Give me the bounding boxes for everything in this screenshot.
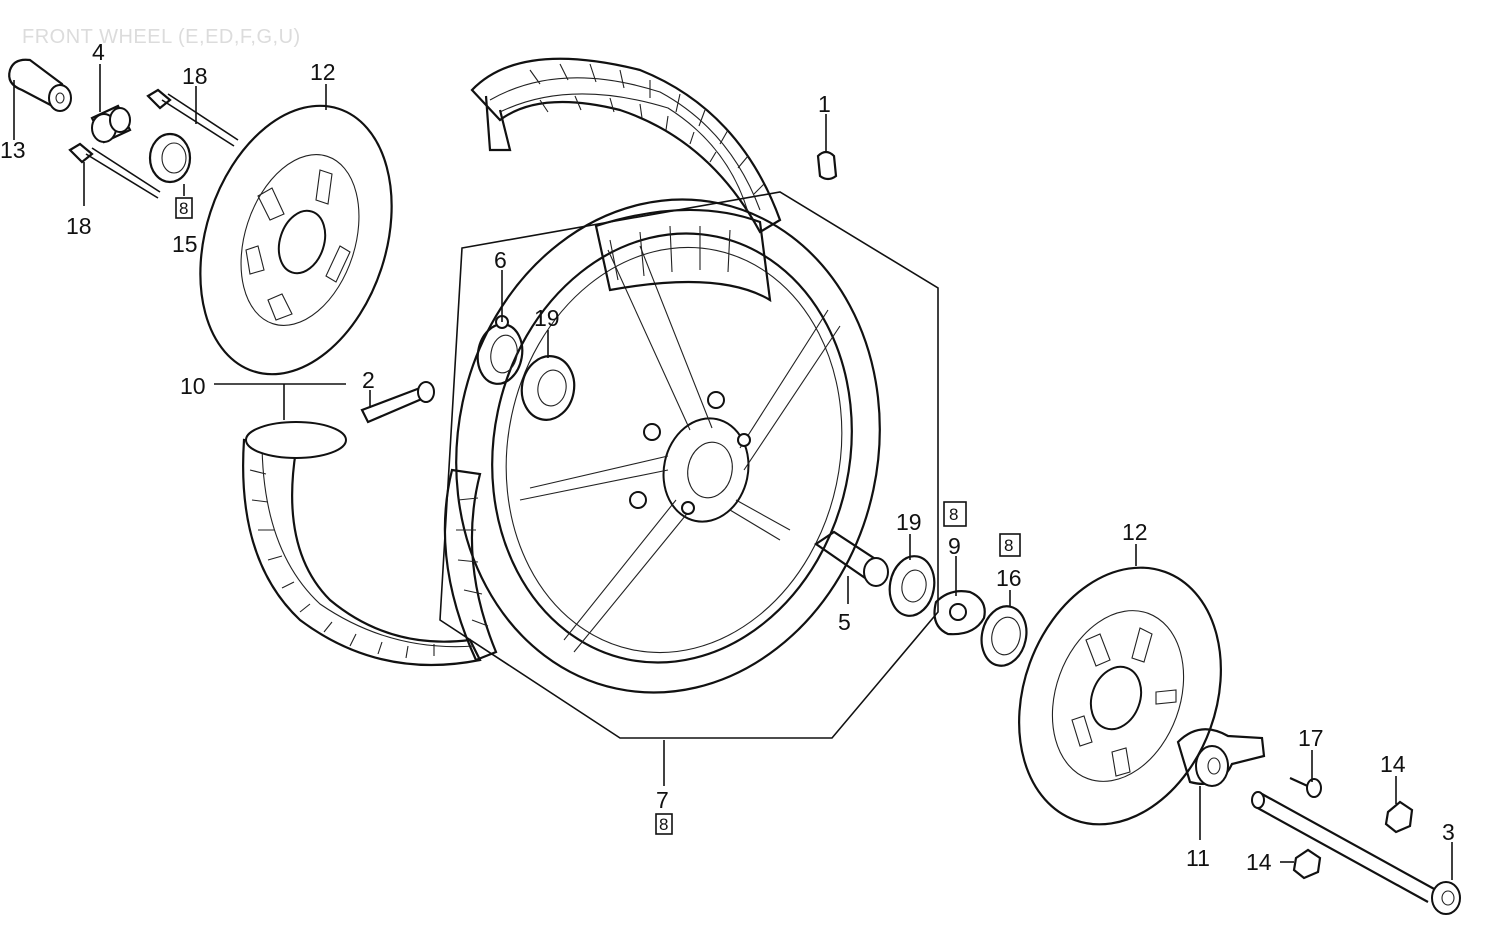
badge-15: 8 (175, 197, 193, 219)
part-14-nut-lower[interactable] (1292, 848, 1322, 880)
part-18-bolt-lower[interactable] (68, 142, 161, 199)
part-7-wheel-rim[interactable] (411, 160, 925, 732)
badge-9-text: 8 (949, 505, 958, 524)
diagram-title: FRONT WHEEL (E,ED,F,G,U) (22, 26, 301, 48)
callout-13: 13 (0, 137, 26, 163)
callout-6: 6 (494, 247, 507, 273)
part-17-pinch-bolt[interactable] (1289, 776, 1322, 798)
badge-7: 8 (655, 813, 673, 835)
callout-19-right: 19 (896, 509, 922, 535)
callout-3: 3 (1442, 819, 1455, 845)
callout-1: 1 (818, 91, 831, 117)
part-9-retainer[interactable] (933, 590, 986, 636)
callout-18-upper: 18 (182, 63, 208, 89)
part-10-tire[interactable] (242, 57, 782, 667)
callout-12-right: 12 (1122, 519, 1148, 545)
callout-15: 15 (172, 231, 198, 257)
callout-4: 4 (92, 39, 105, 65)
badge-15-text: 8 (179, 199, 188, 218)
callout-17: 17 (1298, 725, 1324, 751)
callout-7: 7 (656, 787, 669, 813)
tire-tread-front (443, 208, 772, 662)
callout-16: 16 (996, 565, 1022, 591)
badge-16: 8 (999, 533, 1021, 557)
part-14-nut-upper[interactable] (1384, 800, 1414, 834)
part-1-clip[interactable] (816, 150, 838, 181)
part-13-collar[interactable] (8, 58, 72, 112)
leader-lines (13, 64, 1453, 880)
callout-14-lower: 14 (1246, 849, 1272, 875)
callout-18-lower: 18 (66, 213, 92, 239)
part-12-brake-disc-left[interactable] (168, 81, 424, 399)
part-3-axle[interactable] (1251, 791, 1461, 915)
callout-12-left: 12 (310, 59, 336, 85)
part-19-bearing-right[interactable] (885, 553, 939, 620)
part-5-distance-collar[interactable] (814, 530, 889, 587)
part-2-valve[interactable] (360, 381, 435, 424)
part-18-bolt-upper[interactable] (146, 88, 239, 147)
part-19-bearing-left[interactable] (517, 352, 579, 424)
callout-10: 10 (180, 373, 206, 399)
callout-5: 5 (838, 609, 851, 635)
callout-labels: 13 4 18 18 12 15 1 10 2 6 19 7 5 19 9 16… (0, 39, 1455, 875)
part-12-brake-disc-right[interactable] (985, 539, 1256, 853)
callout-19-left: 19 (534, 305, 560, 331)
part-16-oil-seal-right[interactable] (976, 602, 1032, 670)
part-11-speedometer-gearbox[interactable] (1176, 728, 1266, 787)
badge-16-text: 8 (1004, 536, 1013, 555)
callout-11: 11 (1186, 845, 1210, 871)
badge-7-text: 8 (659, 815, 668, 834)
callout-9: 9 (948, 533, 961, 559)
wheel-assembly-bracket (439, 191, 939, 739)
badge-9: 8 (943, 501, 967, 527)
callout-14-upper: 14 (1380, 751, 1406, 777)
part-4-spacer[interactable] (90, 104, 132, 144)
part-15-oil-seal[interactable] (148, 132, 192, 184)
callout-2: 2 (362, 367, 375, 393)
